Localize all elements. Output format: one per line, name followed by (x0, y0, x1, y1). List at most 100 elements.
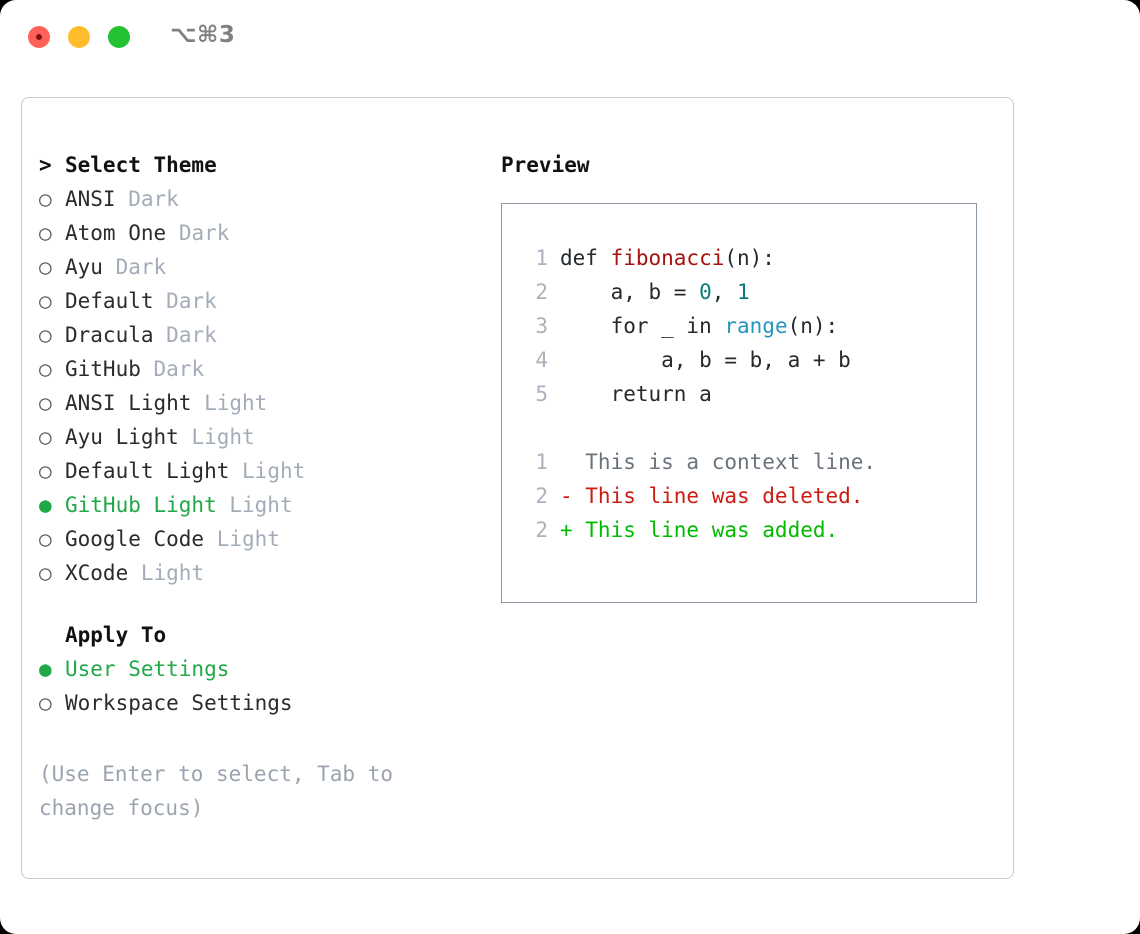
apply-to-label: Workspace Settings (65, 691, 293, 715)
code-token: for _ in (560, 314, 725, 338)
label-spacer (128, 561, 141, 585)
theme-variant-label: Light (216, 527, 280, 551)
code-token: fibonacci (610, 246, 725, 270)
radio-unselected-icon[interactable]: ○ (39, 221, 52, 245)
diff-line: 2- This line was deleted. (520, 484, 976, 518)
line-number: 1 (535, 246, 548, 270)
theme-list-item[interactable]: ○ANSI Light Light (39, 391, 494, 425)
theme-list-item[interactable]: ○ Ayu Light Light (39, 425, 494, 459)
theme-name-label: GitHub (65, 357, 141, 381)
theme-list-item[interactable]: ○Dracula Dark (39, 323, 494, 357)
code-token: return a (560, 382, 712, 406)
label-spacer (204, 527, 217, 551)
label-spacer (191, 391, 204, 415)
label-spacer (154, 323, 167, 347)
apply-to-label: User Settings (65, 657, 230, 681)
main-panel: > Select Theme ○ANSI Dark○Atom One Dark○… (21, 97, 1014, 879)
code-token: This is a context line. (560, 450, 877, 474)
theme-variant-label: Light (229, 493, 293, 517)
code-token: (n): (787, 314, 839, 338)
theme-list: ○ANSI Dark○Atom One Dark○Ayu Dark○Defaul… (39, 187, 494, 595)
code-token: range (724, 314, 788, 338)
radio-unselected-icon[interactable]: ○ (39, 357, 52, 381)
radio-unselected-icon[interactable]: ○ (39, 527, 52, 551)
keyboard-hint: (Use Enter to select, Tab to change focu… (39, 762, 394, 820)
diff-line: 1 This is a context line. (520, 450, 976, 484)
line-number: 2 (535, 280, 548, 304)
title-bar: ⌥⌘3 (0, 0, 1140, 78)
theme-name-label: Ayu (65, 255, 103, 279)
minimize-button[interactable] (68, 26, 90, 48)
radio-unselected-icon[interactable]: ○ (39, 561, 52, 585)
theme-name-label: Default Light (65, 459, 230, 483)
code-token: 0 (699, 280, 712, 304)
line-number: 4 (535, 348, 548, 372)
line-number: 2 (535, 518, 548, 542)
code-line: 5 return a (520, 382, 976, 416)
apply-to-list: ● User Settings ○ Workspace Settings (39, 657, 494, 725)
radio-unselected-icon[interactable]: ○ (39, 323, 52, 347)
caret-icon: > (39, 153, 52, 177)
label-spacer (154, 289, 167, 313)
theme-list-header: > Select Theme (39, 153, 494, 187)
code-line: 3 for _ in range(n): (520, 314, 976, 348)
theme-list-item[interactable]: ○Default Dark (39, 289, 494, 323)
theme-list-item[interactable]: ○GitHub Dark (39, 357, 494, 391)
code-token: + This line was added. (560, 518, 839, 542)
theme-selector-column: > Select Theme ○ANSI Dark○Atom One Dark○… (39, 153, 494, 825)
code-token: (n): (724, 246, 775, 270)
theme-variant-label: Light (242, 459, 306, 483)
diff-sample: 1 This is a context line.2- This line wa… (520, 450, 976, 552)
label-spacer (116, 187, 129, 211)
theme-variant-label: Light (204, 391, 268, 415)
theme-list-item[interactable]: ○ANSI Dark (39, 187, 494, 221)
theme-list-item[interactable]: ○Google Code Light (39, 527, 494, 561)
label-spacer (217, 493, 230, 517)
radio-unselected-icon[interactable]: ○ (39, 255, 52, 279)
radio-unselected-icon[interactable]: ○ (39, 289, 52, 313)
code-token: a, b = (560, 280, 700, 304)
close-icon (36, 34, 42, 40)
theme-list-header-label: Select Theme (65, 153, 217, 177)
theme-name-label: Dracula (65, 323, 154, 347)
line-number: 3 (535, 314, 548, 338)
theme-list-item[interactable]: ○ Ayu Dark (39, 255, 494, 289)
radio-unselected-icon[interactable]: ○ (39, 425, 52, 449)
theme-variant-label: Dark (166, 289, 217, 313)
code-line: 2 a, b = 0, 1 (520, 280, 976, 314)
radio-unselected-icon[interactable]: ○ (39, 459, 52, 483)
line-number: 5 (535, 382, 548, 406)
code-token: , (711, 280, 738, 304)
theme-name-label: Ayu Light (65, 425, 179, 449)
code-token: def (560, 246, 611, 270)
code-line: 1 def fibonacci(n): (520, 246, 976, 280)
preview-title: Preview (501, 153, 590, 177)
radio-unselected-icon[interactable]: ○ (39, 187, 52, 211)
apply-to-item[interactable]: ● User Settings (39, 657, 494, 691)
label-spacer (179, 425, 192, 449)
theme-name-label: GitHub Light (65, 493, 217, 517)
theme-list-item[interactable]: ○ Default Light Light (39, 459, 494, 493)
diff-line: 2 + This line was added. (520, 518, 976, 552)
radio-selected-icon[interactable]: ● (39, 657, 52, 681)
theme-name-label: XCode (65, 561, 129, 585)
code-token: a, b = b, a + b (560, 348, 851, 372)
apply-to-item[interactable]: ○ Workspace Settings (39, 691, 494, 725)
theme-variant-label: Dark (115, 255, 167, 279)
theme-list-item[interactable]: ● GitHub Light Light (39, 493, 494, 527)
theme-variant-label: Light (191, 425, 255, 449)
radio-unselected-icon[interactable]: ○ (39, 391, 52, 415)
radio-unselected-icon[interactable]: ○ (39, 691, 52, 715)
code-line: 4 a, b = b, a + b (520, 348, 976, 382)
keyboard-shortcut-label: ⌥⌘3 (170, 22, 236, 48)
theme-list-item[interactable]: ○XCode Light (39, 561, 494, 595)
theme-list-item[interactable]: ○Atom One Dark (39, 221, 494, 255)
radio-selected-icon[interactable]: ● (39, 493, 52, 517)
maximize-button[interactable] (108, 26, 130, 48)
apply-to-header-marker (39, 623, 65, 647)
label-spacer (141, 357, 154, 381)
theme-variant-label: Dark (178, 221, 230, 245)
